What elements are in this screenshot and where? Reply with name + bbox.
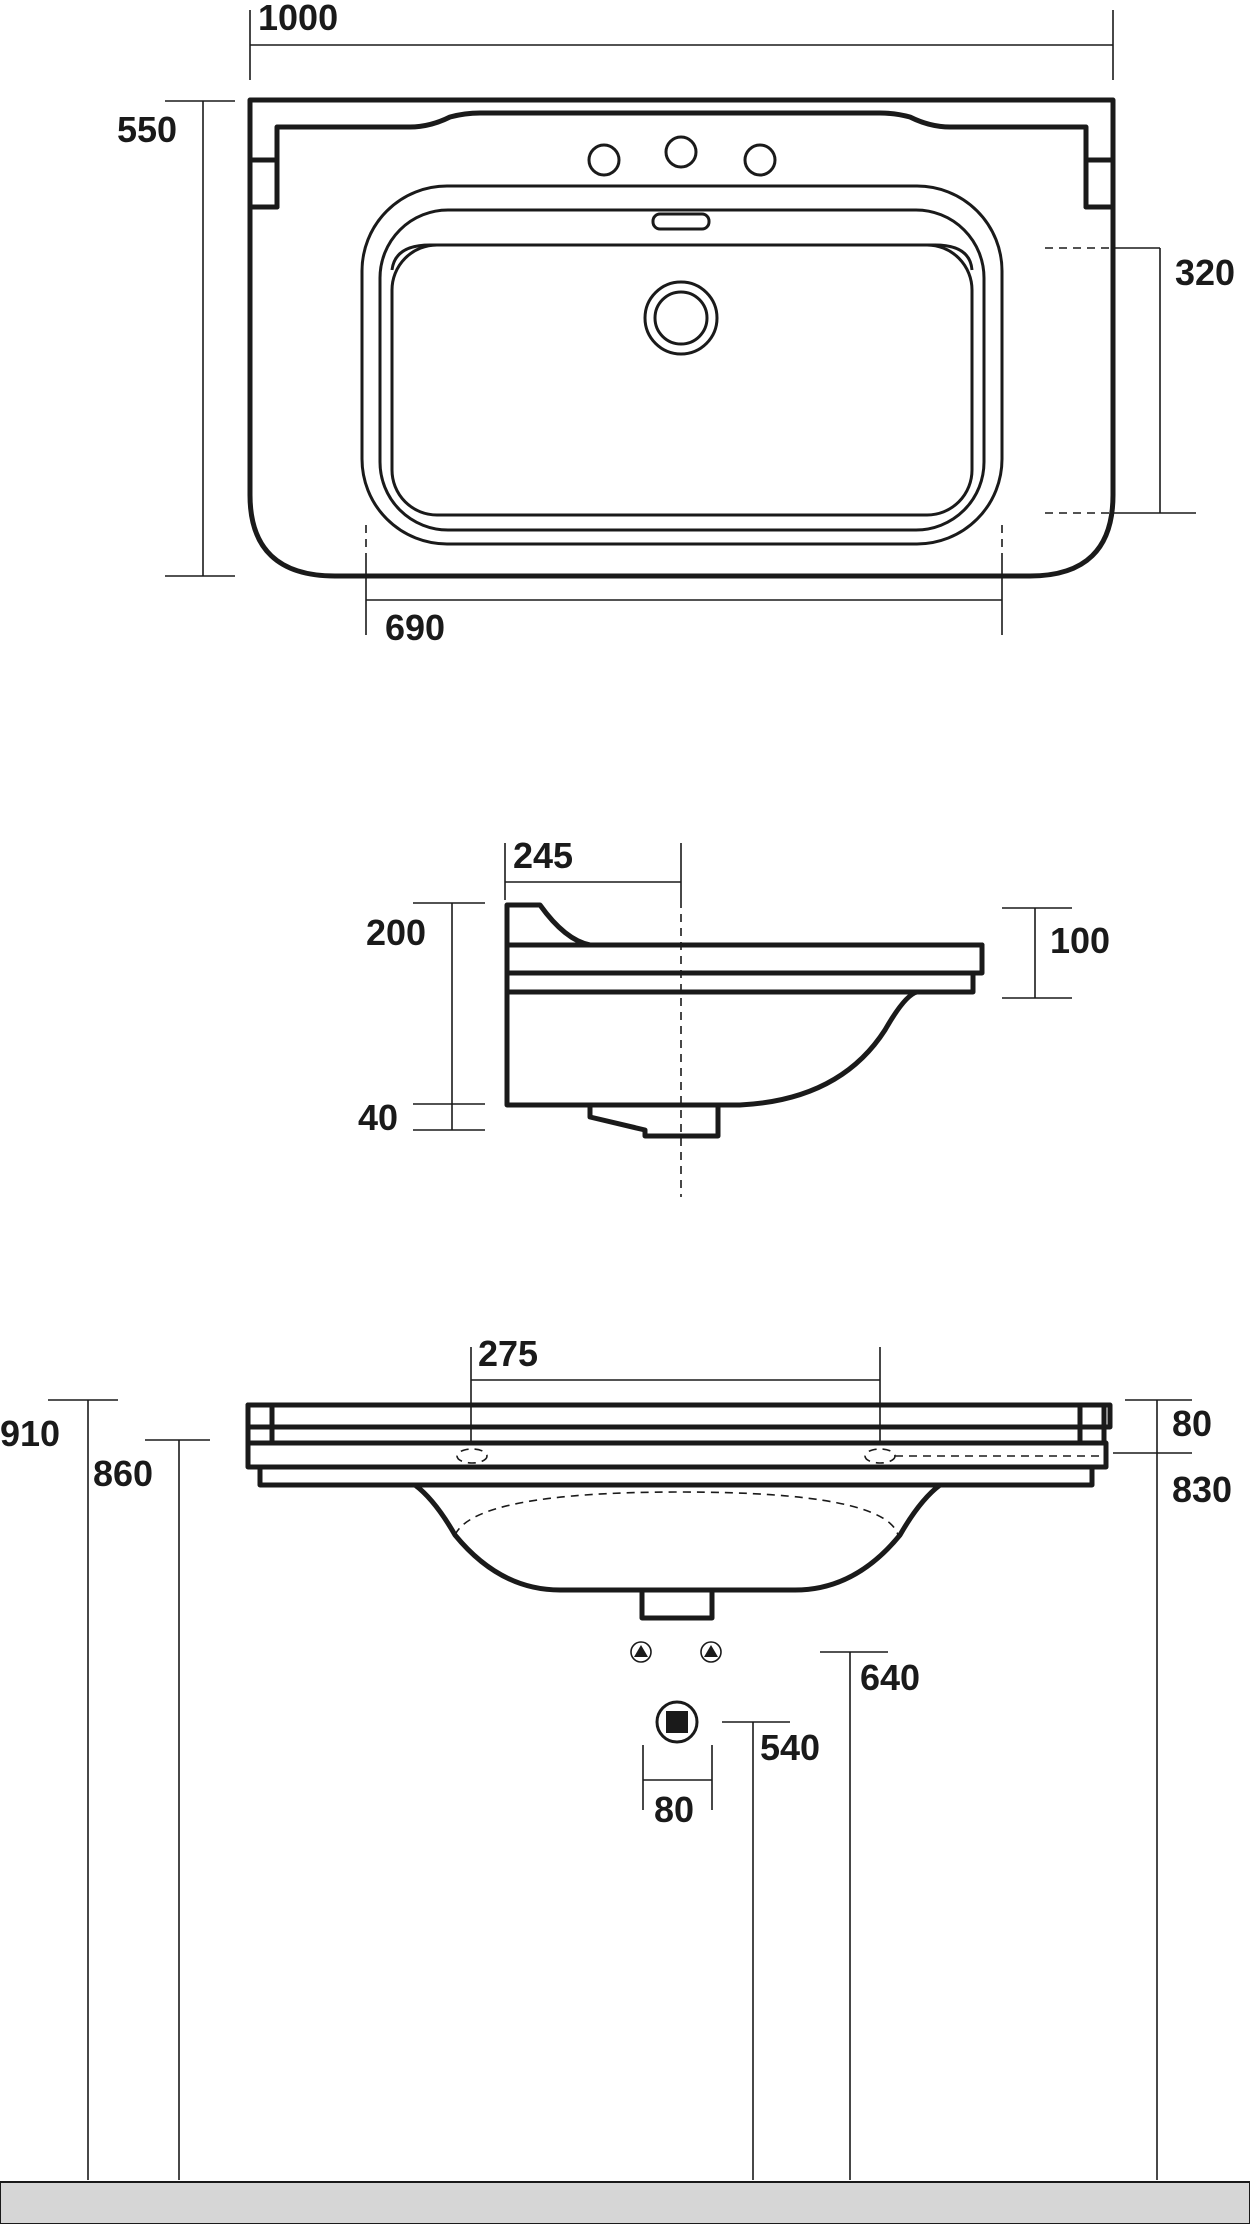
bowl-outer-rim [360, 184, 1004, 546]
base-label: 40 [358, 1097, 398, 1138]
front-ledge [245, 1440, 1109, 1470]
total-height-label: 910 [0, 1413, 60, 1454]
waste-outlet [587, 1102, 721, 1139]
depth-dimension-label: 550 [117, 109, 177, 150]
bowl-width-label: 690 [385, 607, 445, 648]
fixing-height-label: 830 [1172, 1469, 1232, 1510]
top-view: 1000 550 320 [117, 0, 1235, 648]
tap-hole-center [664, 135, 698, 169]
supply-valve-right-arrow [704, 1645, 718, 1657]
fixing-distance-label: 275 [478, 1333, 538, 1374]
drain-outer [643, 280, 719, 356]
supply-valve-left-arrow [634, 1645, 648, 1657]
height-label: 200 [366, 912, 426, 953]
bowl-underside [412, 1482, 943, 1593]
front-rim [245, 1402, 1113, 1430]
tap-hole-left [587, 143, 621, 177]
fixing-hole-left [456, 1448, 488, 1464]
back-ledge [274, 110, 1089, 210]
overflow-slot [651, 212, 711, 231]
basin-outline [247, 97, 1116, 579]
bowl-basin [390, 243, 974, 517]
supply-height-label: 640 [860, 1657, 920, 1698]
waste-connection-square [666, 1711, 688, 1733]
bowl-depth-label: 320 [1175, 252, 1235, 293]
side-profile [504, 902, 985, 1108]
width-dimension-label: 1000 [258, 0, 338, 38]
rim-label: 100 [1050, 920, 1110, 961]
front-waste [639, 1587, 715, 1621]
front-lower-ledge [257, 1464, 1095, 1488]
waste-width-label: 80 [654, 1789, 694, 1830]
supply-valve-right-icon [700, 1641, 722, 1663]
supply-valve-left-icon [630, 1641, 652, 1663]
tap-hole-right [743, 143, 777, 177]
drain-inner [653, 290, 709, 346]
waste-connection-icon [655, 1700, 699, 1744]
fixing-hole-right [864, 1448, 896, 1464]
floor [0, 2181, 1250, 2224]
front-view: 275 80 910 860 [0, 1333, 1250, 2224]
side-view: 245 200 40 100 [358, 835, 1110, 1197]
waste-height-label: 540 [760, 1727, 820, 1768]
overhang-label: 245 [513, 835, 573, 876]
front-rim-label: 80 [1172, 1403, 1212, 1444]
inner-height-label: 860 [93, 1453, 153, 1494]
bowl-inner-rim [378, 208, 986, 532]
